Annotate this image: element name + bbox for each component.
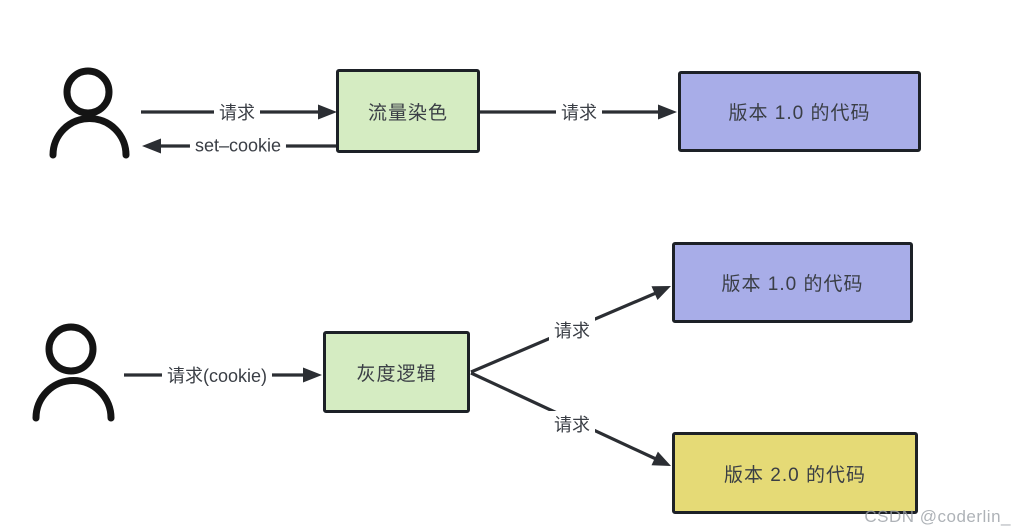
request-label-top: 请求 [214,99,260,125]
branch-down-request-label: 请求 [549,411,595,437]
version-1-box-top: 版本 1.0 的代码 [678,71,921,152]
user-icon [32,323,115,422]
user-icon [49,67,130,159]
version-2-box: 版本 2.0 的代码 [672,432,918,514]
watermark: CSDN @coderlin_ [864,507,1011,526]
request-cookie-label: 请求(cookie) [161,362,273,388]
traffic-coloring-box: 流量染色 [336,69,480,153]
version-1-box-bottom: 版本 1.0 的代码 [672,242,913,323]
set-cookie-label: set–cookie [189,135,287,157]
branch-up-request-label: 请求 [549,317,595,343]
request-label-top-2: 请求 [556,99,602,125]
gray-logic-box: 灰度逻辑 [323,331,470,413]
